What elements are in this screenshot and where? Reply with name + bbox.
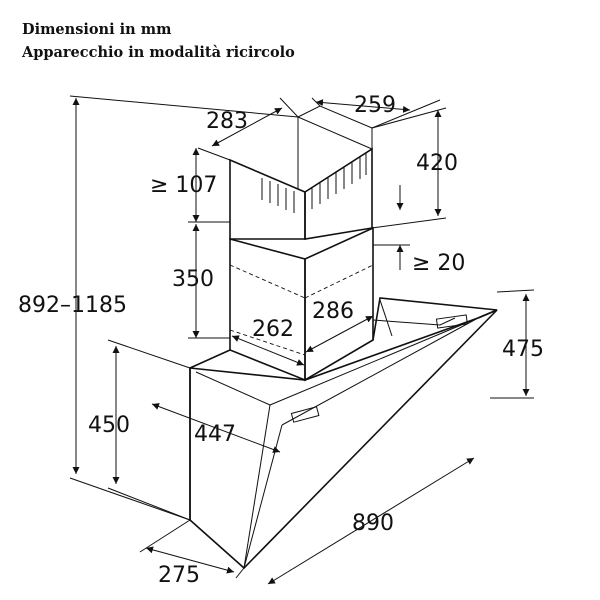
dim-label-259: 259 xyxy=(354,93,396,118)
dim-label-min-20: ≥ 20 xyxy=(412,251,465,276)
chimney-upper xyxy=(229,105,374,240)
dimension-lines xyxy=(69,95,535,585)
hood-body xyxy=(189,297,498,570)
dim-label-275: 275 xyxy=(158,563,200,588)
dim-label-262: 262 xyxy=(252,317,294,342)
dim-label-890: 890 xyxy=(352,511,394,536)
dim-label-450: 450 xyxy=(88,413,130,438)
caption-units: Dimensioni in mm xyxy=(22,21,172,38)
dim-label-475: 475 xyxy=(502,337,544,362)
caption-mode: Apparecchio in modalità ricircolo xyxy=(22,44,295,61)
dim-label-420: 420 xyxy=(416,151,458,176)
dim-label-447: 447 xyxy=(194,422,236,447)
dim-label-283: 283 xyxy=(206,109,248,134)
dim-label-min-107: ≥ 107 xyxy=(150,173,217,198)
dim-label-286: 286 xyxy=(312,299,354,324)
dim-label-total-height: 892–1185 xyxy=(18,293,127,318)
dim-label-350: 350 xyxy=(172,267,214,292)
